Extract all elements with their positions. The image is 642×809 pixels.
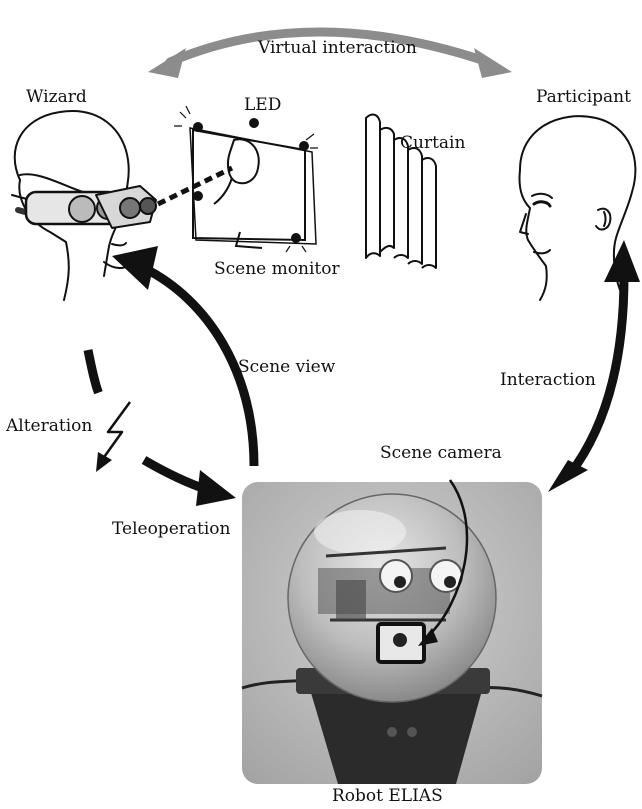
scene-camera-label: Scene camera xyxy=(380,443,502,463)
scene-view-arrow xyxy=(112,246,259,467)
alteration-label: Alteration xyxy=(6,416,93,436)
robot-label: Robot ELIAS xyxy=(332,786,443,806)
led-label: LED xyxy=(244,95,282,115)
curtain-label: Curtain xyxy=(400,133,466,153)
teleoperation-arrow xyxy=(83,349,236,506)
robot-elias-photo xyxy=(241,479,543,784)
scene-monitor-illustration xyxy=(174,105,318,253)
virtual-interaction-label: Virtual interaction xyxy=(258,38,417,58)
interaction-label: Interaction xyxy=(500,370,596,390)
wizard-head-illustration xyxy=(11,110,157,301)
interaction-arrow xyxy=(548,240,640,492)
participant-label: Participant xyxy=(536,87,631,107)
wizard-label: Wizard xyxy=(26,87,87,107)
teleoperation-label: Teleoperation xyxy=(112,519,231,539)
virtual-interaction-arrow xyxy=(148,27,512,78)
scene-view-label: Scene view xyxy=(238,357,336,377)
lightning-bolt-icon xyxy=(96,401,132,472)
scene-monitor-label: Scene monitor xyxy=(214,259,340,279)
line-of-sight xyxy=(156,165,234,207)
curtain-illustration xyxy=(365,113,437,269)
participant-head-illustration xyxy=(518,115,637,301)
